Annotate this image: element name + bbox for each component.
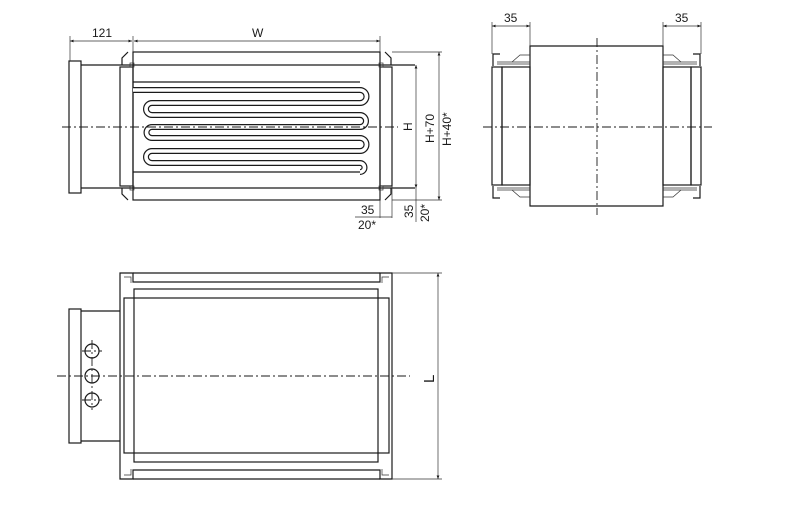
dim-width-label: W	[252, 26, 264, 40]
dim-total-height-label: H+70	[423, 114, 437, 143]
frame-right	[379, 66, 393, 187]
dim-frame-h-label: 35	[361, 203, 375, 217]
plan-view: L	[57, 272, 442, 480]
end-body	[529, 45, 664, 207]
dim-left-label: 35	[504, 11, 518, 25]
side-view: 121 W H H+70 H+40* 35 20* 35 20*	[62, 26, 454, 232]
dim-flange-label: 121	[92, 26, 112, 40]
dim-frame-h-alt-label: 20*	[358, 218, 376, 232]
heating-coil	[133, 87, 370, 175]
end-view: 35 35	[483, 11, 712, 215]
dim-total-height-alt-label: H+40*	[440, 112, 454, 146]
dim-frame-v-alt-label: 20*	[418, 204, 432, 222]
dim-frame-v-label: 35	[402, 204, 416, 218]
dim-right-label: 35	[675, 11, 689, 25]
dim-length-label: L	[421, 375, 438, 383]
heater-element-frame	[123, 297, 390, 454]
inner-frame	[133, 288, 379, 463]
frame-left	[119, 66, 134, 187]
dim-height-label: H	[401, 122, 415, 131]
